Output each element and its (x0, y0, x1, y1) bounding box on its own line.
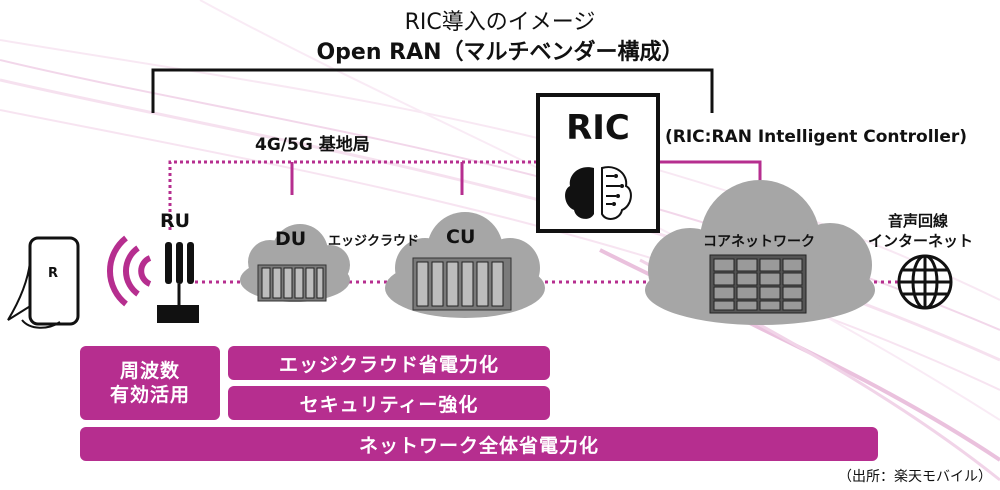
spectrum-benefit-line1: 周波数 (119, 360, 180, 382)
internet-label: インターネット (868, 232, 974, 250)
ric-definition: (RIC:RAN Intelligent Controller) (665, 127, 968, 147)
core-server-grid (713, 258, 803, 311)
wireless-signal-icon (107, 235, 152, 307)
edge-power-benefit: エッジクラウド省電力化 (228, 346, 550, 380)
network-power-benefit: ネットワーク全体省電力化 (80, 427, 878, 461)
security-benefit: セキュリティー強化 (228, 386, 550, 420)
base-station-bracket (168, 160, 538, 230)
du-label: DU (275, 228, 307, 250)
ric-box (536, 93, 660, 233)
source-note: （出所：楽天モバイル） (838, 469, 992, 485)
voice-label: 音声回線 (888, 212, 949, 230)
globe-icon (897, 254, 953, 310)
spectrum-benefit: 周波数 有効活用 (80, 346, 220, 420)
ru-label: RU (160, 210, 191, 232)
edge-cloud-label: エッジクラウド (328, 234, 420, 249)
du-server-slots (261, 267, 324, 299)
ru-antenna (157, 242, 199, 323)
smartphone-icon (7, 236, 80, 329)
ric-label: RIC (566, 108, 630, 148)
brain-icon (565, 166, 632, 220)
base-station-label: 4G/5G 基地局 (255, 135, 370, 155)
cu-server-slots (416, 261, 504, 307)
cu-label: CU (446, 226, 476, 248)
spectrum-benefit-line2: 有効活用 (109, 384, 190, 406)
diagram-subtitle: Open RAN（マルチベンダー構成） (316, 40, 684, 65)
diagram-title: RIC導入のイメージ (404, 10, 596, 35)
open-ran-bracket (151, 68, 714, 113)
phone-logo: R (48, 266, 59, 281)
core-network-label: コアネットワーク (703, 234, 815, 250)
